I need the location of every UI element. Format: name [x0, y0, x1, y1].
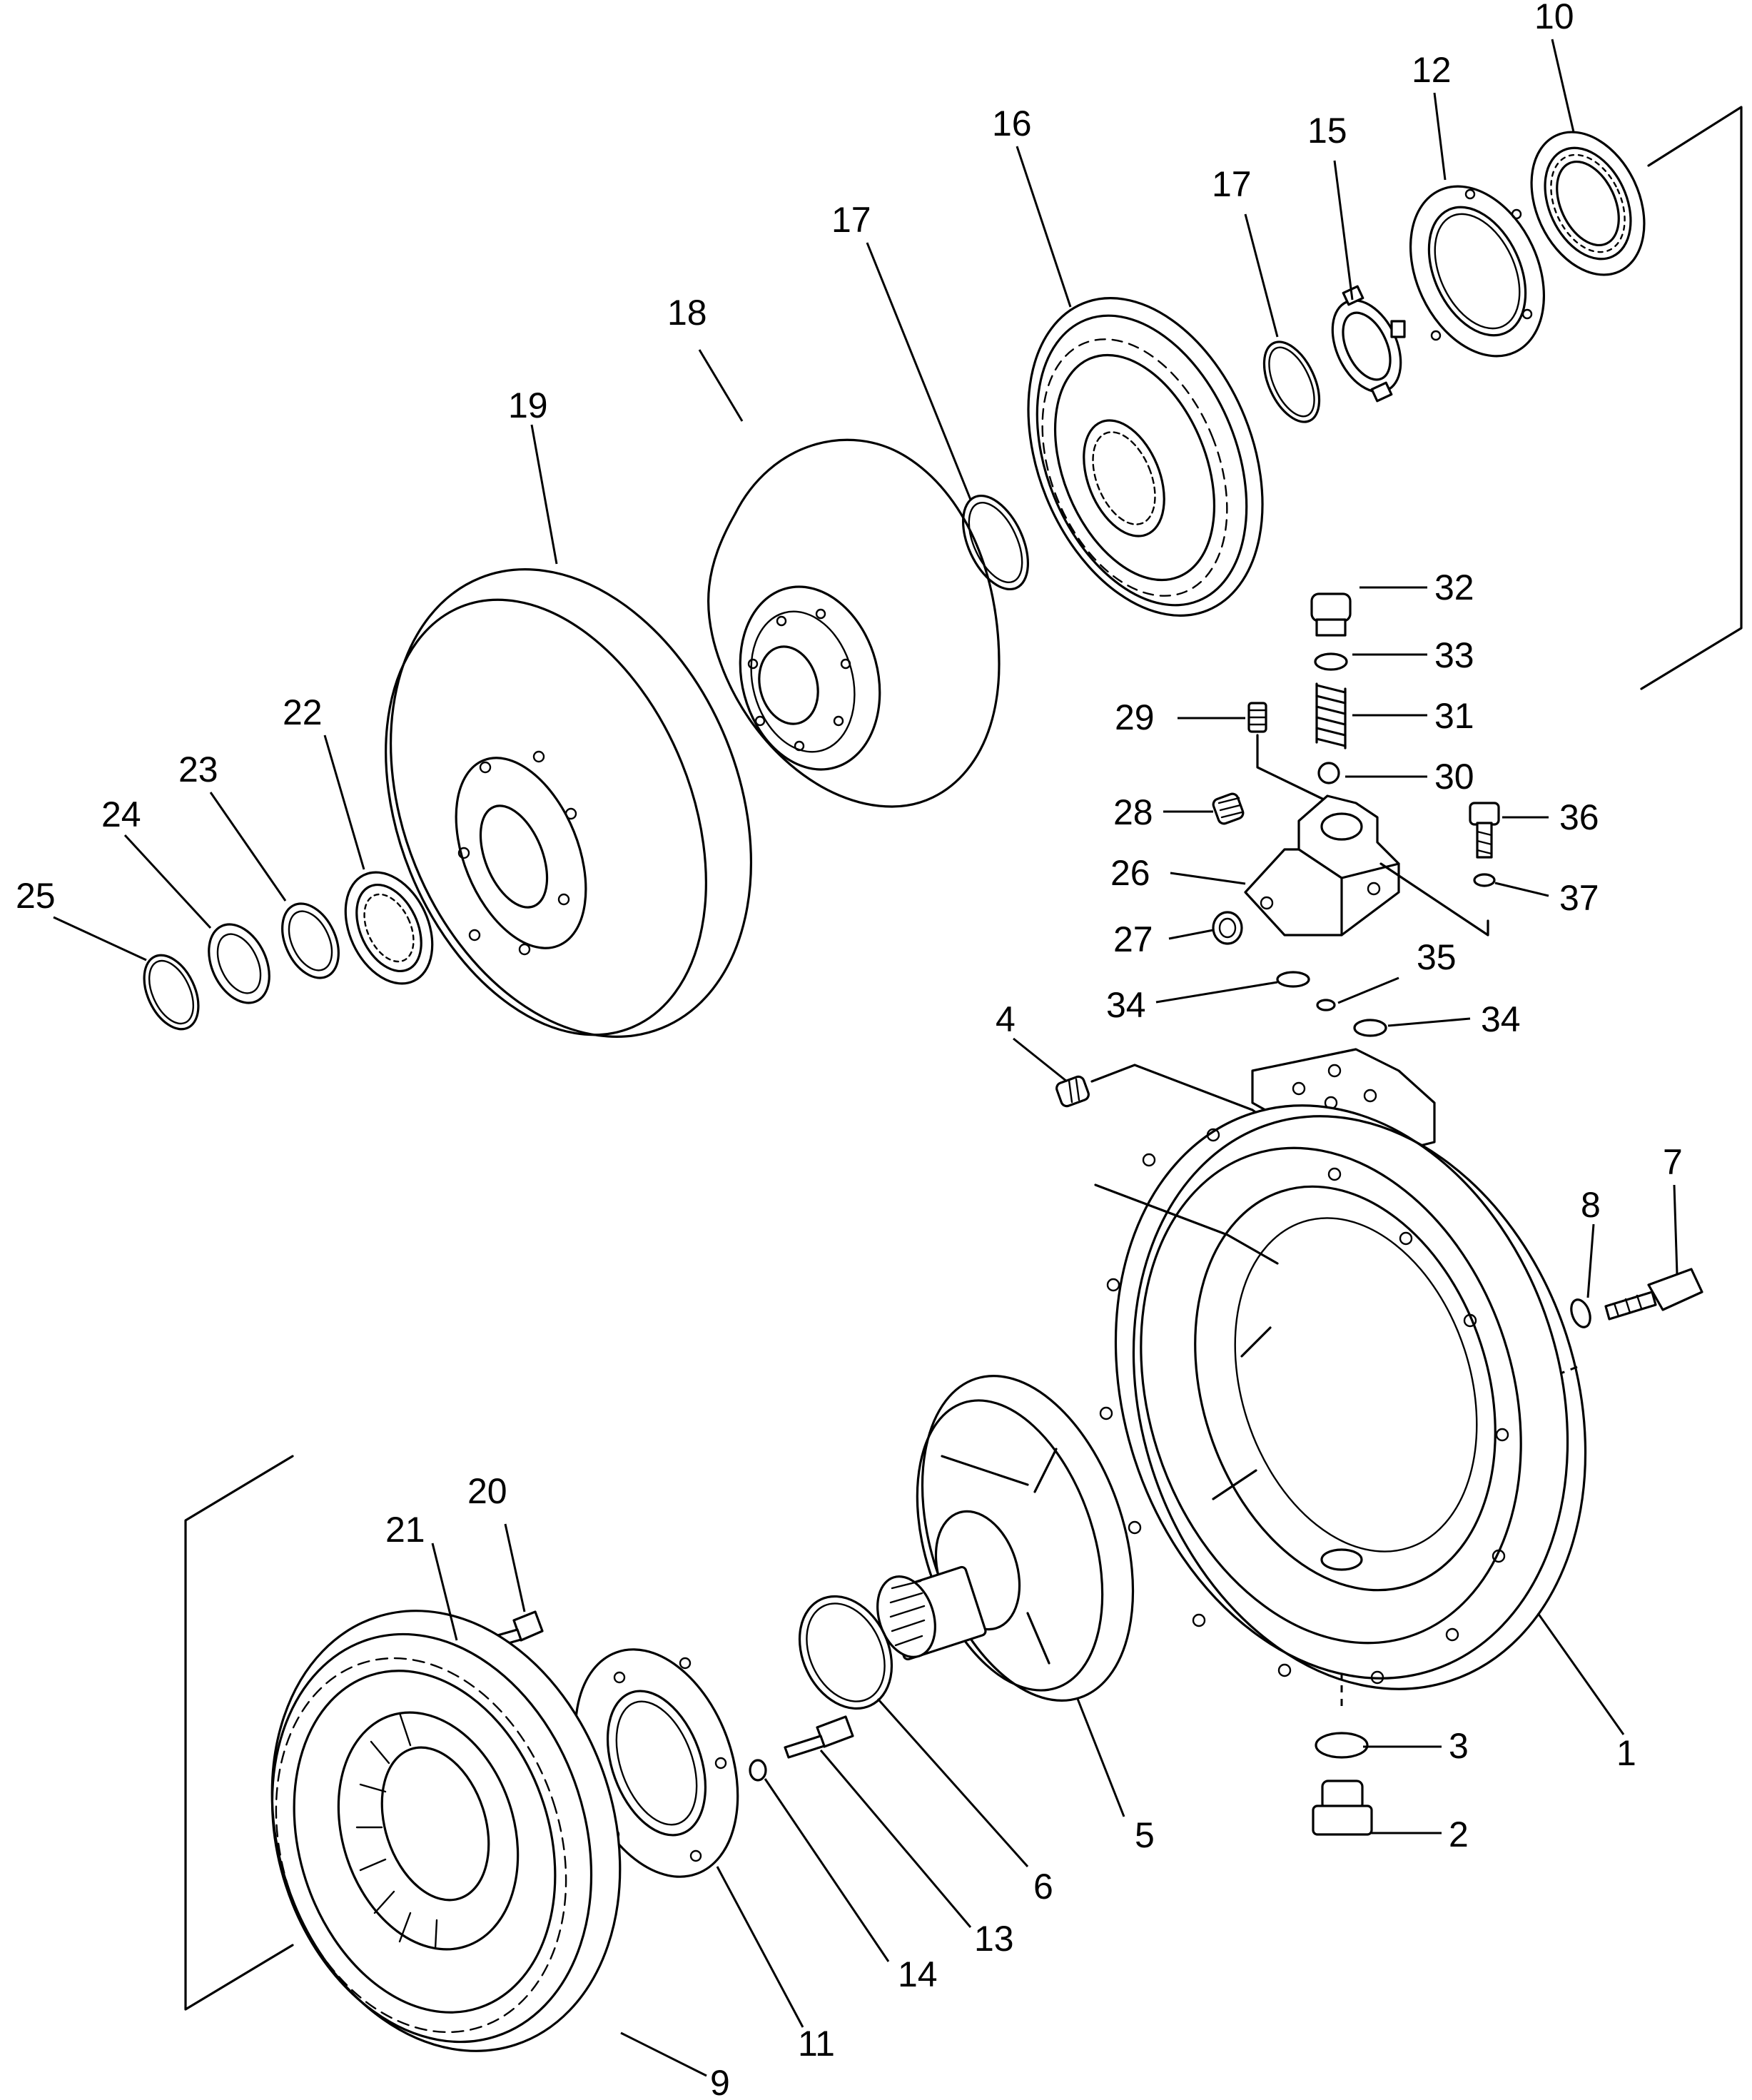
callout-37: 37: [1559, 878, 1599, 918]
callout-19: 19: [508, 385, 548, 425]
callout-36: 36: [1559, 797, 1599, 837]
callout-32: 32: [1434, 567, 1474, 607]
callout-14: 14: [898, 1954, 938, 1994]
valve-body-26: [1244, 794, 1400, 937]
callout-27: 27: [1113, 919, 1153, 959]
callout-9: 9: [710, 2063, 730, 2100]
callout-1: 1: [1616, 1733, 1636, 1773]
drain-plug-2: [1312, 1780, 1373, 1836]
fitting-29-leader: [1256, 734, 1325, 801]
callout-7: 7: [1663, 1142, 1683, 1182]
breather-4: [1055, 1075, 1090, 1108]
spacer-23: [281, 902, 340, 979]
snap-ring-17-upper: [1262, 340, 1321, 423]
seal-ring-6: [798, 1595, 893, 1710]
callout-28: 28: [1113, 792, 1153, 832]
callout-16: 16: [992, 104, 1032, 143]
callout-35: 35: [1417, 937, 1457, 977]
callout-17-upper: 17: [1212, 164, 1252, 204]
callout-23: 23: [178, 749, 218, 789]
bearing-10: [1530, 131, 1646, 276]
callout-30: 30: [1434, 757, 1474, 797]
bearing-22: [344, 871, 434, 985]
washer-8: [1570, 1298, 1591, 1328]
callout-21: 21: [385, 1510, 425, 1550]
pump-5: [876, 1375, 1135, 1702]
plug-32: [1310, 592, 1352, 637]
callout-34-right: 34: [1481, 999, 1521, 1039]
callout-24: 24: [101, 794, 141, 834]
callout-25: 25: [16, 876, 56, 916]
callout-26: 26: [1110, 853, 1150, 893]
callout-4: 4: [996, 999, 1016, 1039]
bolt-13: [784, 1715, 854, 1759]
plug-28: [1212, 792, 1245, 825]
washer-14: [749, 1759, 767, 1782]
callout-17-lower: 17: [831, 200, 871, 240]
callout-22: 22: [283, 692, 323, 732]
callout-31: 31: [1434, 696, 1474, 736]
callout-33: 33: [1434, 635, 1474, 675]
washer-37: [1473, 873, 1496, 887]
housing-1: [1094, 1048, 1587, 1690]
fitting-29: [1247, 702, 1267, 733]
callout-11: 11: [798, 2024, 835, 2064]
valve-body-leader: [1379, 862, 1489, 937]
retainer-12: [1409, 185, 1546, 358]
turbine-16: [1027, 297, 1264, 617]
callout-5: 5: [1135, 1815, 1155, 1855]
assembly-bracket-lower: [184, 1455, 294, 2011]
callout-8: 8: [1581, 1185, 1601, 1225]
callout-34-left: 34: [1106, 985, 1146, 1025]
spring-31: [1315, 682, 1347, 749]
callout-20: 20: [467, 1471, 507, 1511]
callout-29: 29: [1115, 697, 1155, 737]
callout-12: 12: [1412, 50, 1452, 90]
leader-lines: [53, 39, 1678, 2077]
callout-13: 13: [974, 1919, 1014, 1959]
bolt-7: [1604, 1268, 1703, 1321]
callout-15: 15: [1307, 111, 1347, 151]
bolt-36: [1469, 802, 1500, 859]
o-ring-3: [1315, 1732, 1369, 1759]
callout-18: 18: [667, 293, 707, 333]
callout-6: 6: [1033, 1867, 1053, 1907]
o-ring-33: [1314, 652, 1348, 671]
drive-case-19: [385, 568, 752, 1038]
o-ring-35: [1316, 999, 1336, 1011]
seal-24: [208, 923, 270, 1004]
o-ring-34-right: [1353, 1019, 1387, 1037]
o-ring-34-left: [1276, 971, 1310, 988]
snap-ring-17-lower: [961, 494, 1030, 591]
ball-30: [1317, 762, 1340, 784]
callout-3: 3: [1449, 1726, 1469, 1766]
callout-10: 10: [1534, 0, 1574, 36]
callout-labels: 10 12 15 17 16 17 18 19 22 23 24 25 32 3…: [16, 0, 1683, 2100]
plug-27: [1212, 911, 1243, 945]
nut-15: [1331, 285, 1406, 403]
snap-ring-25: [143, 954, 200, 1031]
callout-2: 2: [1449, 1814, 1469, 1854]
assembly-bracket-upper: [1640, 106, 1743, 690]
pump-wheel-9: [270, 1610, 622, 2052]
cover-18: [707, 438, 1001, 808]
